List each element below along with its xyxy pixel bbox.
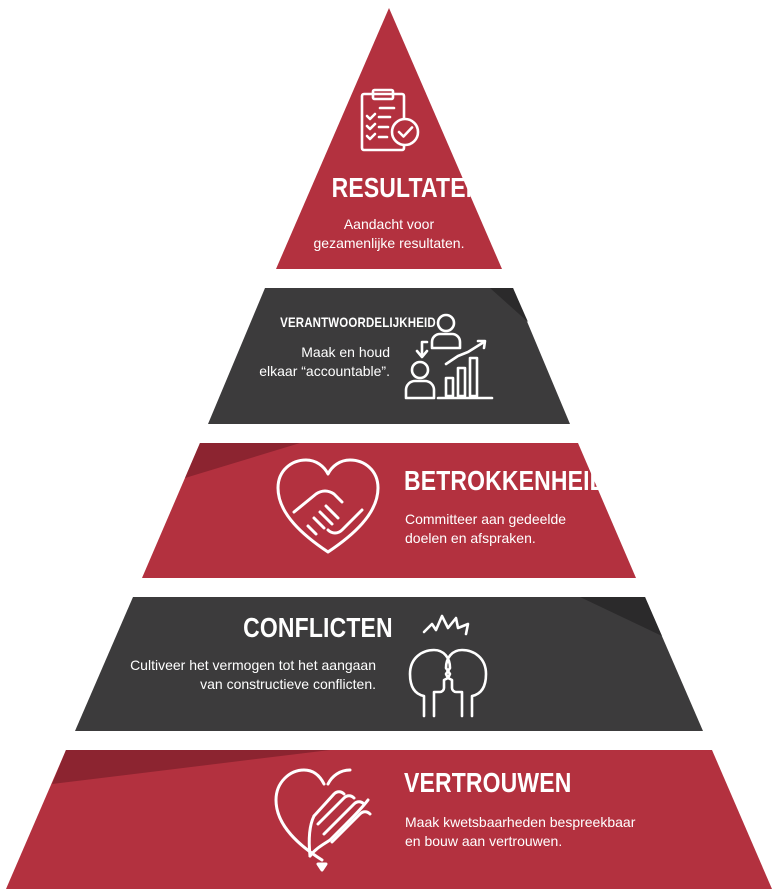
tier-betrokkenheid-shape xyxy=(142,443,636,578)
people-growth-chart-icon xyxy=(402,312,496,402)
tier-verantwoordelijkheid-shade xyxy=(490,288,528,322)
tier-betrokkenheid-shade xyxy=(185,443,300,478)
tier-resultaten-shape xyxy=(276,8,502,269)
level-desc-vertrouwen: Maak kwetsbaarheden bespreekbaar en bouw… xyxy=(405,814,636,849)
heads-conflict-icon xyxy=(400,612,496,718)
tier-conflicten-shade xyxy=(580,597,662,636)
level-desc-resultaten: Aandacht voor gezamenlijke resultaten. xyxy=(313,216,465,251)
level-title-verantwoordelijkheid: VERANTWOORDELIJKHEID xyxy=(280,314,436,330)
heart-handshake-icon xyxy=(272,456,384,558)
level-title-resultaten: RESULTATEN xyxy=(331,172,483,203)
level-desc-conflicten: Cultiveer het vermogen tot het aangaan v… xyxy=(130,657,376,692)
tier-vertrouwen-shade xyxy=(52,750,330,784)
level-desc-betrokkenheid: Committeer aan gedeelde doelen en afspra… xyxy=(405,511,567,546)
level-title-conflicten: CONFLICTEN xyxy=(243,612,393,643)
heart-hands-icon xyxy=(270,764,382,872)
level-title-betrokkenheid: BETROKKENHEID xyxy=(404,465,607,496)
tier-vertrouwen-shape xyxy=(6,750,772,889)
tier-conflicten-shape xyxy=(75,597,703,731)
level-title-vertrouwen: VERTROUWEN xyxy=(404,767,572,798)
clipboard-check-icon xyxy=(356,88,424,156)
level-desc-verantwoordelijkheid: Maak en houd elkaar “accountable”. xyxy=(259,344,390,379)
tier-verantwoordelijkheid-shape xyxy=(208,288,570,424)
